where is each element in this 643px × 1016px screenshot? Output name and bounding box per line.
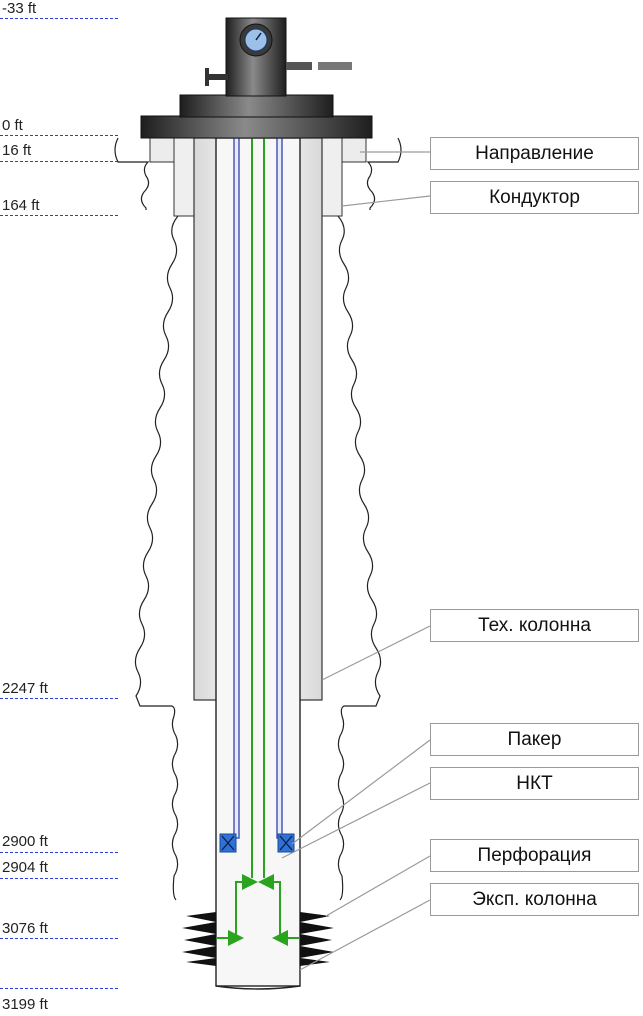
callout-conductor: Кондуктор: [430, 181, 639, 214]
valve-handle-icon: [205, 68, 228, 86]
depth-line: [0, 852, 118, 853]
depth-line: [0, 988, 118, 989]
callout-tubing: НКТ: [430, 767, 639, 800]
depth-label: 2900 ft: [2, 833, 48, 850]
leader-production-casing: [299, 899, 431, 971]
tubing-right-wall: [276, 137, 283, 839]
depth-line: [0, 938, 118, 939]
depth-line: [0, 161, 118, 162]
callout-perforation: Перфорация: [430, 839, 639, 872]
depth-line: [0, 878, 118, 879]
leader-tech-casing: [321, 625, 431, 681]
inflow-arrow-right: [258, 874, 281, 938]
borehole-wall-right: [337, 137, 402, 901]
depth-label: 2904 ft: [2, 859, 48, 876]
well-bottom: [215, 985, 301, 990]
wellhead-body: [179, 94, 334, 118]
callout-tech-casing: Тех. колонна: [430, 609, 639, 642]
callout-production-casing: Эксп. колонна: [430, 883, 639, 916]
depth-label: -33 ft: [2, 0, 37, 17]
depth-label: 16 ft: [2, 142, 32, 159]
pressure-gauge-icon: [239, 23, 273, 57]
wellhead-flange: [140, 115, 373, 139]
leader-packer: [291, 739, 431, 845]
borehole-wall-left: [114, 137, 179, 901]
leader-conductor: [341, 195, 431, 207]
depth-line: [0, 18, 118, 19]
depth-label: 0 ft: [2, 117, 23, 134]
depth-label: 164 ft: [2, 197, 40, 214]
depth-label: 2247 ft: [2, 680, 48, 697]
callout-packer: Пакер: [430, 723, 639, 756]
side-outlet: [286, 62, 352, 70]
depth-label: 3199 ft: [2, 996, 48, 1013]
perforation-left: [182, 912, 216, 966]
depth-line: [0, 215, 118, 216]
depth-label: 3076 ft: [2, 920, 48, 937]
perforation-right: [300, 912, 334, 966]
inflow-arrow-left: [235, 874, 258, 938]
depth-line: [0, 135, 118, 136]
leader-perforation: [325, 855, 431, 917]
depth-line: [0, 698, 118, 699]
callout-direction: Направление: [430, 137, 639, 170]
tubing-left-wall: [233, 137, 240, 839]
production-casing: [215, 137, 301, 987]
leader-tubing: [281, 782, 431, 859]
